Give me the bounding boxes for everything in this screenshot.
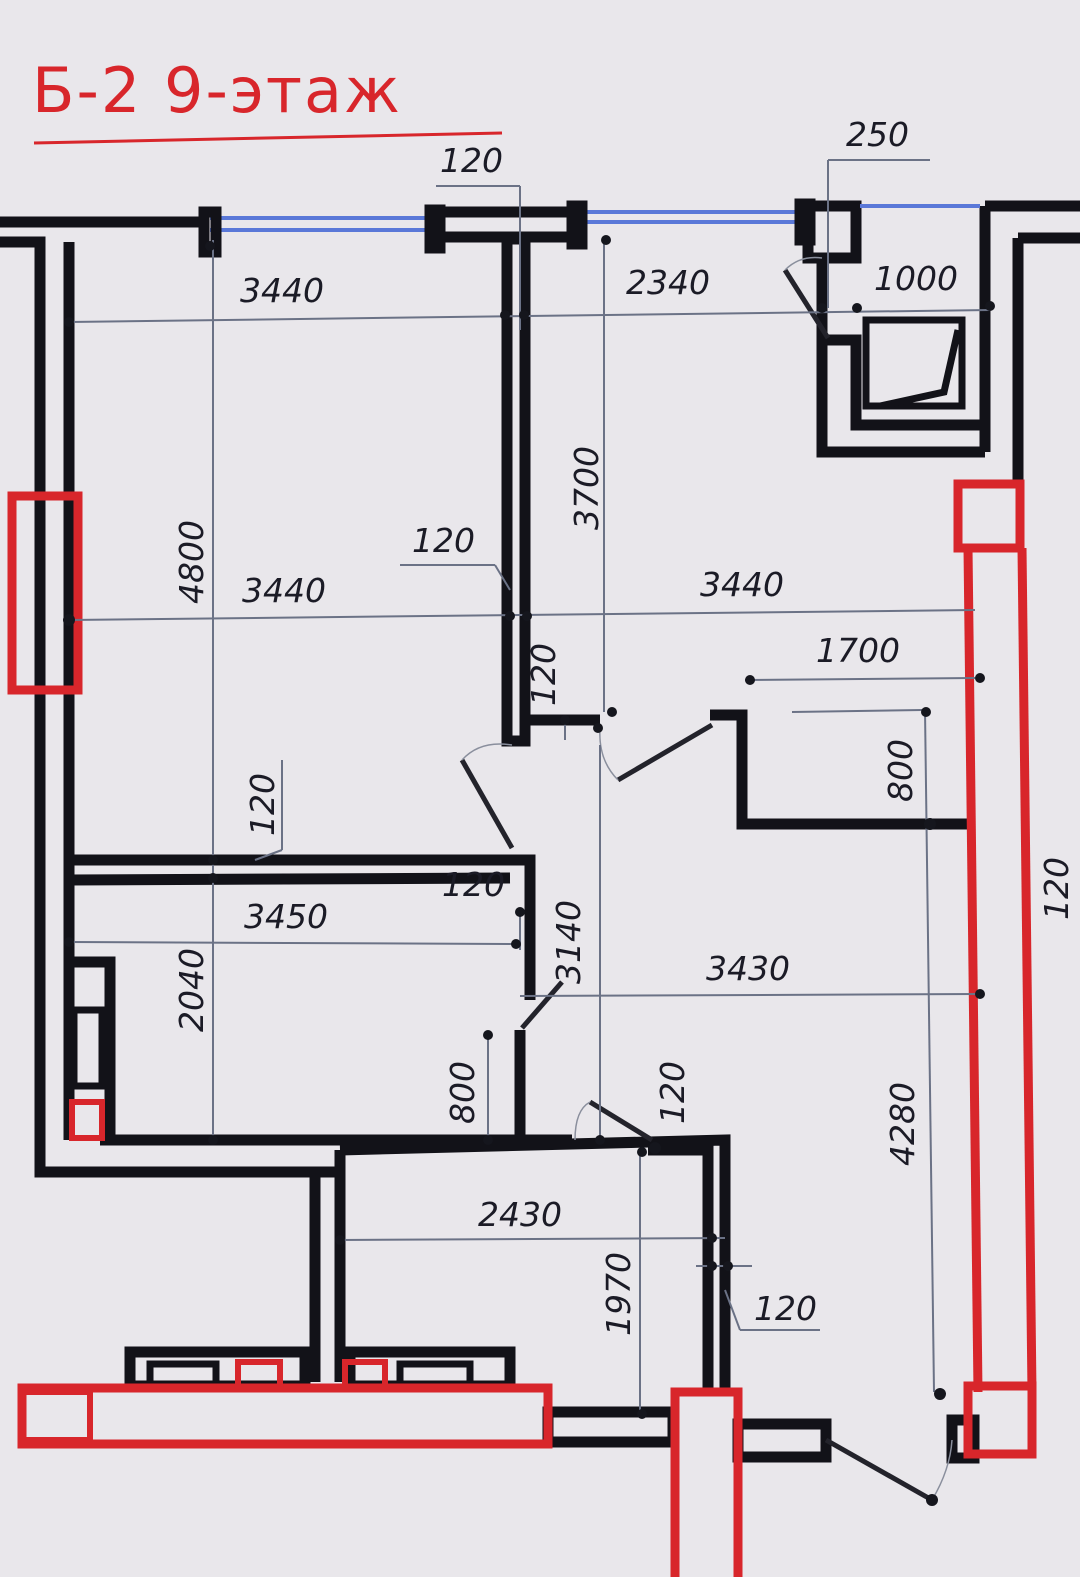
dim-top-wall-right: 250 — [846, 115, 909, 154]
plan-title: Б-2 9-этаж — [32, 54, 402, 127]
walls — [0, 200, 1080, 1464]
dim-partition-vert: 120 — [524, 643, 563, 706]
doors — [459, 256, 953, 1503]
dim-bath2-height: 1970 — [599, 1252, 638, 1336]
dim-living-height: 4280 — [883, 1082, 922, 1166]
dim-bath-wall: 120 — [653, 1061, 692, 1124]
dim-room2-width: 2340 — [626, 263, 710, 302]
dim-room1-height: 4800 — [172, 520, 211, 604]
dim-room2-width-mid: 3440 — [700, 565, 784, 604]
dim-left-wall: 120 — [243, 773, 282, 836]
dim-room1-width: 3440 — [240, 271, 324, 310]
dim-hall-width: 1700 — [816, 631, 900, 670]
dim-room1-width-mid: 3440 — [242, 571, 326, 610]
dimension-markers — [63, 235, 995, 1506]
dim-bath2-wall: 120 — [754, 1289, 817, 1328]
title-underline — [33, 131, 503, 145]
windows — [198, 198, 980, 258]
dim-room2-height: 3700 — [567, 446, 606, 530]
dim-closet-depth: 800 — [881, 739, 920, 802]
structural-columns — [7, 479, 1037, 1577]
dim-bath2-width: 2430 — [478, 1195, 562, 1234]
dim-bath-width: 1000 — [874, 259, 958, 298]
dimension-labels: 120 250 3440 2340 1000 4800 3700 120 344… — [172, 115, 1076, 1336]
dim-living-width: 3430 — [706, 949, 790, 988]
dim-partition-label: 120 — [412, 521, 475, 560]
dim-kitchen-height: 2040 — [172, 948, 211, 1032]
dim-kitchen-width: 3450 — [244, 897, 328, 936]
dim-kitchen-length: 3140 — [549, 900, 588, 984]
dim-right-wall: 120 — [1037, 857, 1076, 920]
dimension-lines — [68, 159, 991, 1412]
dim-top-wall: 120 — [440, 141, 503, 180]
dim-corridor-wall: 120 — [442, 865, 505, 904]
dim-door-width: 800 — [443, 1061, 482, 1124]
